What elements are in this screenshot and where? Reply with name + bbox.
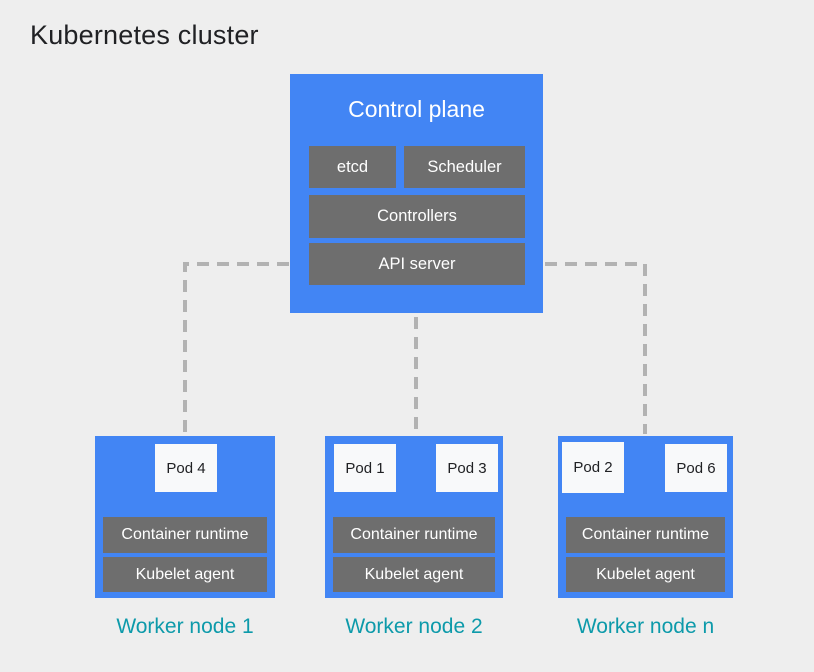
container-runtime-box: Container runtime <box>103 517 267 553</box>
kubelet-agent-box: Kubelet agent <box>333 557 495 592</box>
diagram-title: Kubernetes cluster <box>30 20 259 50</box>
controllers-box: Controllers <box>309 195 525 238</box>
pod-box: Pod 1 <box>334 444 396 492</box>
control-plane-box: Control plane etcd Scheduler Controllers… <box>290 74 543 313</box>
container-runtime-box: Container runtime <box>333 517 495 553</box>
pod-box: Pod 4 <box>155 444 217 492</box>
worker-node-2-box: Pod 1 Pod 3 Container runtime Kubelet ag… <box>325 436 503 598</box>
etcd-box: etcd <box>309 146 396 188</box>
control-plane-title: Control plane <box>348 96 485 122</box>
container-runtime-box: Container runtime <box>566 517 725 553</box>
pod-box: Pod 3 <box>436 444 498 492</box>
kubelet-agent-box: Kubelet agent <box>566 557 725 592</box>
scheduler-box: Scheduler <box>404 146 525 188</box>
worker-node-n-box: Pod 2 Pod 6 Container runtime Kubelet ag… <box>558 436 733 598</box>
worker-node-n-label: Worker node n <box>576 615 715 638</box>
connector-right <box>525 262 647 434</box>
api-server-box: API server <box>309 243 525 285</box>
pod-box: Pod 2 <box>562 442 624 493</box>
kubelet-agent-box: Kubelet agent <box>103 557 267 592</box>
worker-node-1-box: Pod 4 Container runtime Kubelet agent <box>95 436 275 598</box>
pod-box: Pod 6 <box>665 444 727 492</box>
worker-node-2-label: Worker node 2 <box>345 615 483 638</box>
worker-node-1-label: Worker node 1 <box>116 615 254 638</box>
